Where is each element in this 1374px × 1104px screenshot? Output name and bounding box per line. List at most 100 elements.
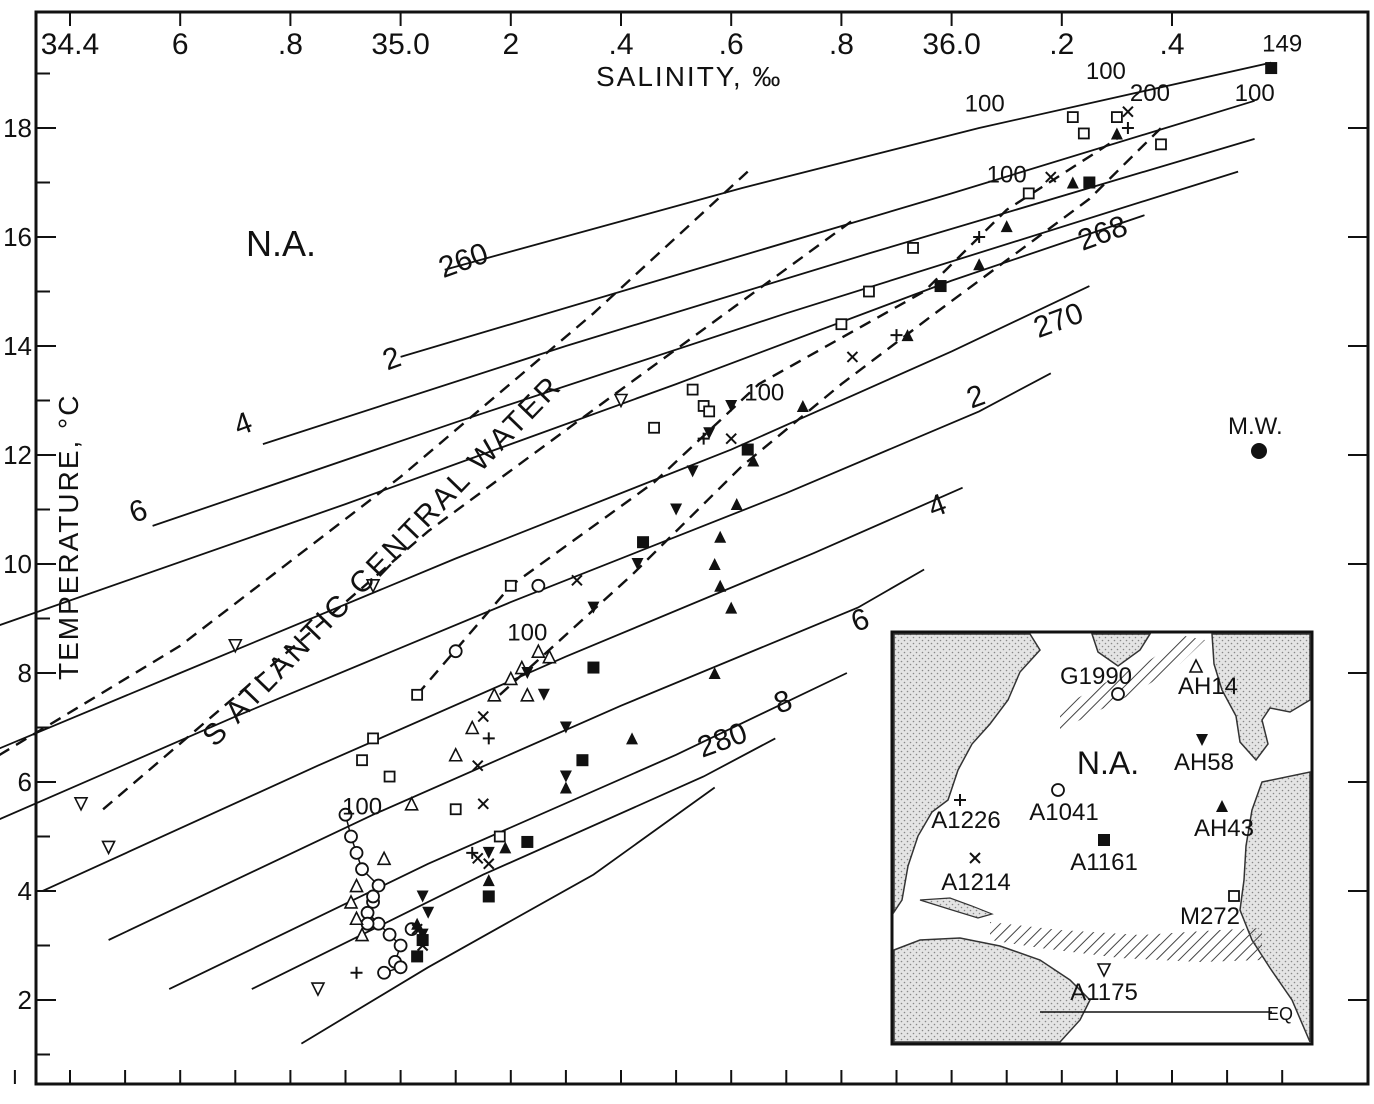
data-point-filled-square — [482, 890, 495, 903]
data-point-filled-triangle — [1066, 176, 1079, 189]
data-point-filled-triangle — [730, 498, 743, 511]
isopycnal-label: 280 — [693, 716, 751, 764]
isopycnal-label: 2 — [378, 341, 405, 378]
point-annotation: 100 — [987, 162, 1027, 189]
data-point-filled-square — [576, 754, 589, 767]
inset-station-label: A1214 — [941, 869, 1010, 896]
data-point-filled-square — [1083, 176, 1096, 189]
point-annotation: 149 — [1262, 31, 1302, 58]
data-point-filled-square — [411, 950, 424, 963]
data-point-filled-down-triangle — [587, 601, 600, 614]
isopycnal-label: 6 — [847, 602, 874, 639]
data-point-filled-triangle — [973, 258, 986, 271]
data-point-filled-triangle — [1110, 127, 1123, 140]
inset-station-marker — [954, 794, 966, 806]
data-point-cross — [1045, 171, 1057, 183]
data-point-open-triangle — [404, 796, 419, 811]
data-point-cross — [477, 710, 489, 723]
data-point-open-circle — [344, 829, 358, 844]
data-point-filled-triangle — [1000, 220, 1013, 233]
inset-station-marker — [1111, 687, 1125, 701]
sacw-boundary-line — [0, 170, 749, 757]
x-tick-label: 34.4 — [41, 28, 99, 61]
data-point-open-circle — [338, 807, 353, 822]
data-point-open-down-triangle — [73, 796, 89, 812]
point-annotation: 100 — [1235, 80, 1275, 107]
isopycnal-line — [300, 786, 716, 1045]
region-label: N.A. — [246, 223, 316, 264]
data-point-filled-triangle — [482, 874, 495, 887]
x-tick-label: .6 — [719, 28, 744, 61]
data-point-plus — [973, 231, 986, 243]
data-point-open-down-triangle — [101, 840, 116, 856]
x-tick-label: .4 — [608, 28, 633, 61]
inset-station-marker — [1196, 734, 1208, 746]
data-point-open-down-triangle — [365, 578, 381, 594]
isopycnal-label: 270 — [1029, 297, 1087, 345]
data-point-open-square — [411, 688, 424, 701]
data-point-filled-triangle — [708, 667, 721, 679]
north-america-landmass — [893, 633, 1041, 915]
europe-landmass — [1211, 633, 1311, 762]
data-point-cross — [477, 798, 489, 810]
inset-station-label: N.A. — [1077, 745, 1139, 781]
data-point-open-square — [449, 803, 462, 816]
y-tick-label: 2 — [18, 985, 32, 1015]
isopycnal-label: 4 — [924, 488, 951, 525]
data-point-filled-triangle — [901, 329, 914, 342]
data-point-filled-down-triangle — [631, 558, 644, 570]
greenland-landmass — [1090, 633, 1152, 667]
data-point-plus — [1121, 122, 1134, 134]
data-point-open-circle — [355, 862, 369, 877]
isopycnal-line — [0, 214, 1145, 626]
data-point-cross — [472, 759, 484, 772]
data-point-plus — [697, 432, 710, 445]
data-point-filled-triangle — [708, 558, 721, 570]
data-point-filled-down-triangle — [559, 770, 572, 783]
x-tick-label: .2 — [1049, 28, 1074, 61]
isopycnal-line — [168, 672, 848, 990]
data-point-filled-triangle — [725, 601, 738, 614]
data-point-open-triangle — [503, 670, 519, 686]
x-tick-label: .4 — [1159, 28, 1184, 61]
y-tick-label: 12 — [3, 440, 32, 470]
isopycnal-label: 2 — [962, 379, 989, 416]
station-dashed-curve — [498, 127, 1162, 696]
y-tick-label: 4 — [18, 876, 32, 906]
data-point-filled-square — [637, 536, 650, 549]
data-point-filled-square — [934, 280, 947, 293]
point-annotation: 200 — [1130, 80, 1170, 107]
y-tick-label: 10 — [3, 549, 32, 579]
data-point-open-square — [493, 830, 506, 843]
inset-station-marker — [1096, 963, 1112, 978]
data-point-filled-triangle — [411, 917, 424, 930]
isopycnal-label: 6 — [125, 493, 152, 530]
data-point-open-circle — [371, 878, 386, 893]
data-point-open-triangle — [349, 910, 364, 926]
inset-station-marker — [1098, 834, 1110, 846]
data-point-open-square — [367, 732, 379, 745]
y-tick-label: 18 — [3, 113, 32, 143]
data-point-filled-triangle — [714, 530, 727, 543]
data-point-filled-down-triangle — [670, 503, 683, 516]
data-point-open-square — [835, 318, 848, 331]
data-point-plus — [350, 966, 363, 979]
data-point-open-triangle — [486, 687, 502, 702]
plot-frame — [34, 10, 1370, 1086]
inset-station-marker — [1188, 658, 1204, 673]
data-point-open-triangle — [354, 926, 370, 942]
data-point-open-triangle — [343, 894, 359, 909]
data-point-open-square — [1077, 127, 1090, 140]
data-point-open-circle — [360, 916, 375, 931]
isopycnal-line — [444, 61, 1272, 271]
isopycnal-label: 260 — [434, 237, 492, 285]
data-point-filled-square — [587, 661, 600, 674]
inset-station-label: EQ — [1267, 1004, 1293, 1024]
inset-station-label: A1175 — [1070, 979, 1138, 1006]
data-point-open-square — [504, 579, 517, 592]
data-point-filled-down-triangle — [725, 399, 738, 412]
inset-station-label: AH43 — [1194, 815, 1254, 842]
data-point-open-triangle — [531, 643, 546, 659]
data-point-filled-triangle — [796, 399, 809, 412]
